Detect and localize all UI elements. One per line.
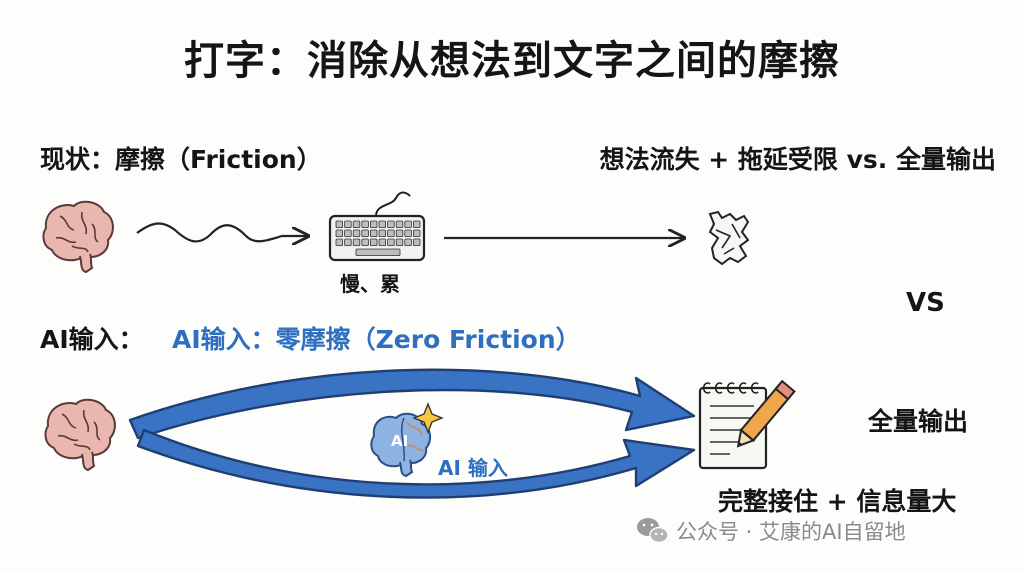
keyboard-key bbox=[369, 238, 378, 246]
keyboard-key bbox=[335, 238, 343, 246]
keyboard-caption: 慢、累 bbox=[340, 272, 400, 296]
keyboard-key bbox=[387, 238, 395, 246]
keyboard-key bbox=[412, 229, 421, 237]
keyboard-key bbox=[387, 220, 395, 228]
result-label: 想法流失 + 拖延受限 vs. 全量输出 bbox=[599, 145, 996, 174]
keyboard-key bbox=[352, 238, 361, 246]
keyboard-key bbox=[344, 238, 352, 246]
keyboard-key bbox=[395, 229, 404, 237]
notepad-icon bbox=[698, 382, 768, 470]
wavy-arrow bbox=[136, 222, 308, 242]
keyboard-key bbox=[412, 220, 421, 228]
status-quo-label: 现状：摩擦（Friction） bbox=[40, 145, 322, 174]
keyboard-key bbox=[369, 220, 378, 228]
keyboard-spacebar bbox=[355, 248, 401, 256]
blue-arrow-top bbox=[128, 368, 696, 440]
keyboard-key bbox=[378, 220, 386, 228]
blue-arrow-bottom bbox=[136, 428, 696, 499]
brain-icon bbox=[42, 200, 114, 274]
vs-label: VS bbox=[906, 288, 945, 318]
ai-input-prefix: AI输入： bbox=[40, 325, 144, 354]
keyboard-key bbox=[395, 220, 404, 228]
keyboard-icon bbox=[328, 191, 426, 262]
bottom-label: 完整接住 + 信息量大 bbox=[718, 487, 957, 516]
keyboard-key bbox=[361, 229, 369, 237]
keyboard-key bbox=[335, 220, 343, 228]
pencil-icon bbox=[736, 379, 796, 448]
keyboard-key bbox=[404, 229, 412, 237]
page-title: 打字：消除从想法到文字之间的摩擦 bbox=[184, 38, 840, 84]
ai-brain-icon bbox=[370, 412, 432, 478]
keyboard-key bbox=[395, 238, 404, 246]
keyboard-key bbox=[344, 220, 352, 228]
keyboard-key bbox=[361, 238, 369, 246]
keyboard-key bbox=[404, 220, 412, 228]
keyboard-key bbox=[378, 238, 386, 246]
keyboard-key bbox=[361, 220, 369, 228]
keyboard-key bbox=[412, 238, 421, 246]
ai-caption: AI 输入 bbox=[438, 456, 508, 480]
keyboard-key bbox=[335, 229, 343, 237]
keyboard-key bbox=[404, 238, 412, 246]
output-label: 全量输出 bbox=[868, 407, 969, 436]
wechat-icon bbox=[637, 518, 669, 544]
brain-icon bbox=[44, 398, 116, 472]
keyboard-key bbox=[344, 229, 352, 237]
keyboard-key bbox=[387, 229, 395, 237]
watermark: 公众号 · 艾康的AI自留地 bbox=[676, 520, 906, 544]
ai-input-label: AI输入：零摩擦（Zero Friction） bbox=[172, 325, 581, 354]
ai-badge: AI bbox=[391, 432, 409, 450]
keyboard-key bbox=[352, 229, 361, 237]
keyboard-key bbox=[378, 229, 386, 237]
torn-paper-icon bbox=[708, 210, 750, 266]
sparkle-icon bbox=[412, 402, 444, 434]
keyboard-key bbox=[352, 220, 361, 228]
keyboard-key bbox=[369, 229, 378, 237]
